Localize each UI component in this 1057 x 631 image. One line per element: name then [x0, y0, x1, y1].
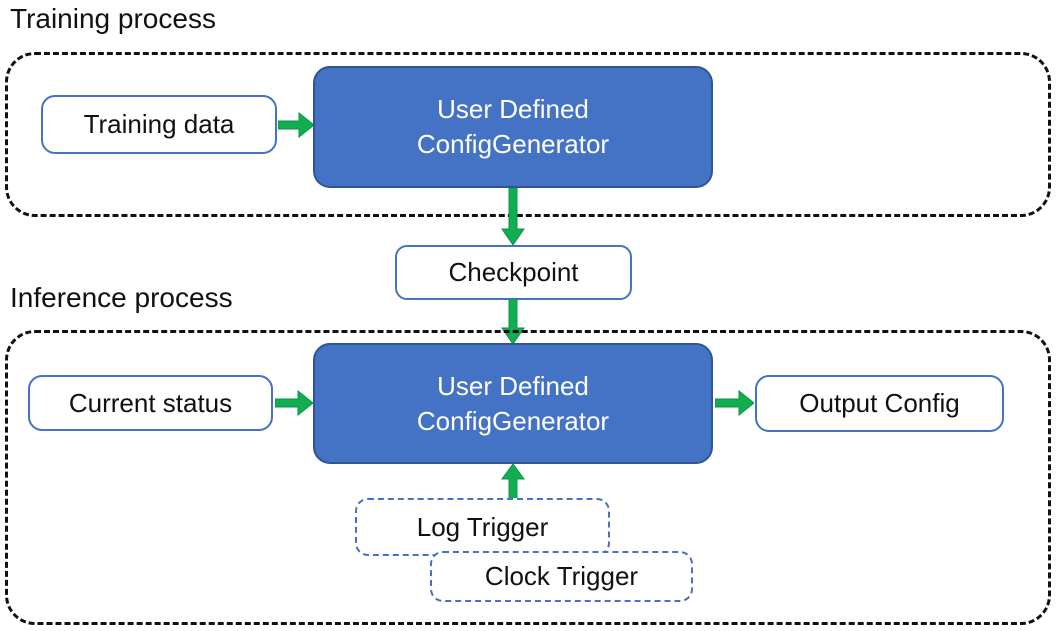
arrow-up-icon	[501, 464, 525, 499]
current-status-node: Current status	[28, 375, 273, 431]
training-data-label: Training data	[83, 109, 235, 139]
output-config-node: Output Config	[755, 375, 1004, 432]
checkpoint-label: Checkpoint	[448, 257, 579, 287]
training-config-generator-label: User Defined ConfigGenerator	[416, 94, 610, 159]
arrow-down-icon	[501, 188, 525, 245]
inference-process-container	[5, 330, 1051, 625]
output-config-label: Output Config	[799, 388, 960, 418]
training-data-node: Training data	[41, 95, 277, 154]
arrow-right-icon	[275, 390, 313, 416]
clock-trigger-node: Clock Trigger	[430, 551, 693, 602]
training-process-container	[5, 52, 1051, 217]
log-trigger-label: Log Trigger	[416, 511, 549, 542]
clock-trigger-label: Clock Trigger	[484, 561, 639, 591]
arrow-right-icon	[278, 112, 314, 138]
inference-config-generator-node: User Defined ConfigGenerator	[313, 343, 713, 464]
checkpoint-node: Checkpoint	[395, 245, 632, 300]
current-status-label: Current status	[68, 387, 233, 418]
arrow-right-icon	[715, 390, 754, 416]
inference-config-generator-label: User Defined ConfigGenerator	[416, 370, 610, 436]
training-config-generator-node: User Defined ConfigGenerator	[313, 66, 713, 188]
log-trigger-node: Log Trigger	[355, 498, 610, 556]
training-section-title: Training process	[10, 3, 216, 34]
inference-section-title: Inference process	[10, 282, 233, 313]
